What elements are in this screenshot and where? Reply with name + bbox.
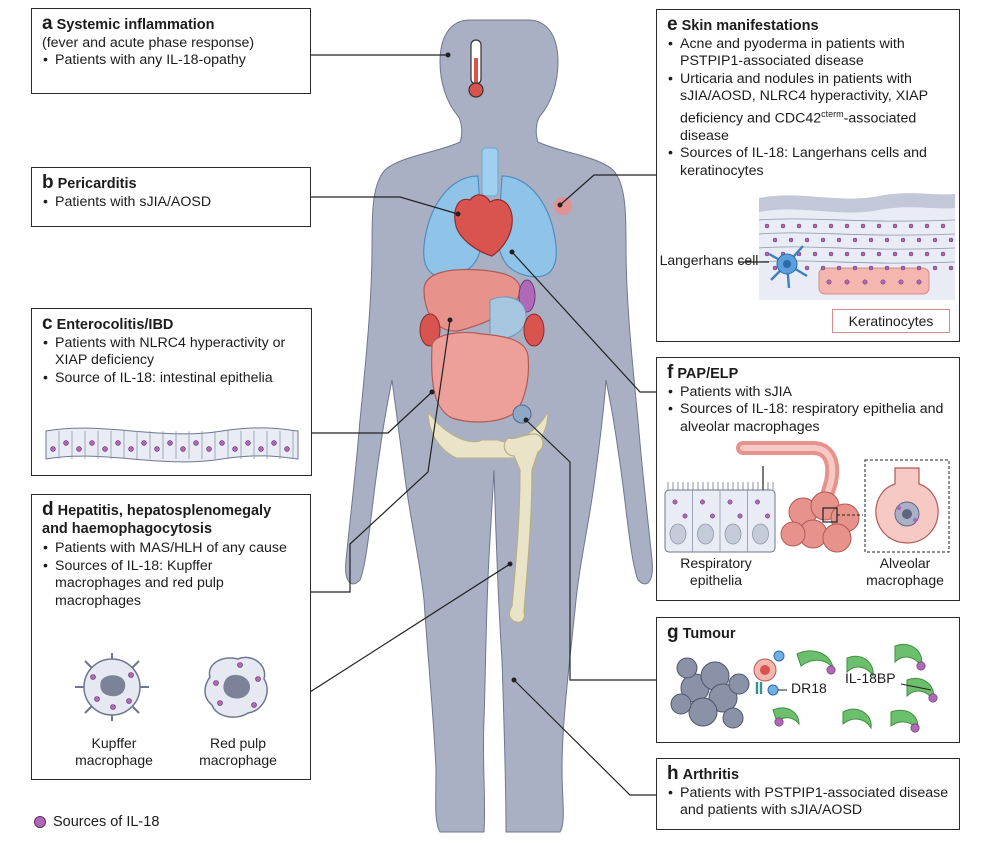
kidney-left <box>419 313 441 347</box>
legend: Sources of IL-18 <box>34 814 159 830</box>
red-pulp-macrophage-label: Red pulp macrophage <box>199 735 277 768</box>
panel-e-bullet: Acne and pyoderma in patients with PSTPI… <box>667 36 949 71</box>
panel-c-bullet: Source of IL-18: intestinal epithelia <box>42 370 301 388</box>
langerhans-pointer <box>739 261 769 263</box>
femur <box>503 433 544 623</box>
panel-a-bullet: Patients with any IL-18-opathy <box>42 52 300 70</box>
panel-f-bullet: Sources of IL-18: respiratory epithelia … <box>667 401 949 436</box>
keratinocytes-label: Keratinocytes <box>832 309 950 333</box>
skin-spot <box>554 197 572 215</box>
respiratory-epithelia-label: Respiratory epithelia <box>680 555 752 588</box>
tumour-illustration <box>670 644 938 733</box>
panel-d-bullet: Patients with MAS/HLH of any cause <box>42 540 300 558</box>
panel-c-bullet: Patients with NLRC4 hyperactivity or XIA… <box>42 335 301 370</box>
panel-e-bullets: Acne and pyoderma in patients with PSTPI… <box>667 36 949 181</box>
panel-h-bullets: Patients with PSTPIP1-associated disease… <box>667 785 949 820</box>
spleen <box>518 279 536 313</box>
tumour-cluster-icon <box>670 657 750 729</box>
red-pulp-macrophage-icon <box>204 656 268 718</box>
human-body <box>345 19 653 833</box>
panel-c-bullets: Patients with NLRC4 hyperactivity or XIA… <box>42 335 301 388</box>
respiratory-epithelia-icon <box>664 482 776 553</box>
panel-d-bullets: Patients with MAS/HLH of any cause Sourc… <box>42 540 300 610</box>
trachea <box>481 147 499 197</box>
legend-label: Sources of IL-18 <box>53 814 160 830</box>
skin-layer-illustration <box>759 193 955 300</box>
langerhans-cell-icon <box>768 245 808 289</box>
panel-h-bullet: Patients with PSTPIP1-associated disease… <box>667 785 949 820</box>
heart <box>454 194 513 257</box>
alveoli-illustration <box>664 441 950 553</box>
panel-b-bullet: Patients with sJIA/AOSD <box>42 194 300 212</box>
panel-a-bullets: Patients with any IL-18-opathy <box>42 52 300 70</box>
intestinal-epithelia-illustration <box>45 427 299 463</box>
panel-d-bullet: Sources of IL-18: Kupffer macrophages an… <box>42 558 300 611</box>
alveolar-macrophage-label: Alveolar macrophage <box>866 555 944 588</box>
connector-lines <box>309 54 657 796</box>
dr18-label: DR18 <box>791 680 827 696</box>
kidney-right <box>523 313 545 347</box>
kupffer-macrophage-icon <box>75 653 149 721</box>
connector-dots <box>429 52 563 683</box>
intestines <box>431 331 530 423</box>
kupffer-macrophage-label: Kupffer macrophage <box>75 735 153 768</box>
il18bp-label: IL-18BP <box>845 670 896 686</box>
panel-f-bullet: Patients with sJIA <box>667 384 949 402</box>
panel-e-bullet-urticaria: Urticaria and nodules in patients with s… <box>667 71 949 146</box>
il18-source-dot-icon <box>34 816 46 828</box>
alveolar-macrophage-icon <box>875 467 939 544</box>
langerhans-cell-label: Langerhans cell <box>659 252 759 268</box>
panel-b-bullets: Patients with sJIA/AOSD <box>42 194 300 212</box>
panel-e-bullet: Sources of IL-18: Langerhans cells and k… <box>667 145 949 180</box>
panel-f-bullets: Patients with sJIA Sources of IL-18: res… <box>667 384 949 437</box>
panel-a-subtitle: (fever and acute phase response) <box>42 34 255 51</box>
